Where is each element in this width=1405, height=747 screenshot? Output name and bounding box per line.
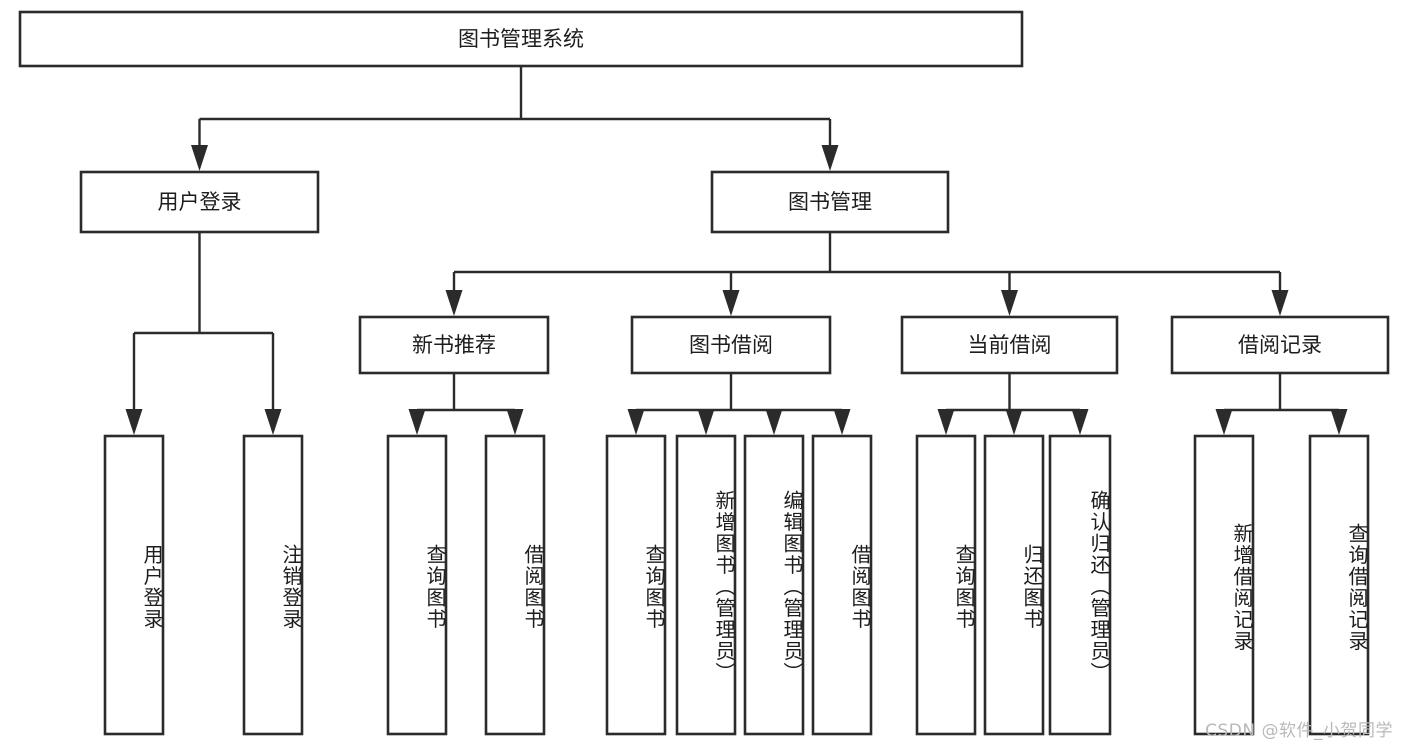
arrow-head-icon (1330, 409, 1348, 435)
node-label: 图书管理系统 (458, 27, 584, 51)
arrow-head-icon (1071, 409, 1089, 435)
node-box-level2[interactable] (710, 170, 950, 234)
node-label: 借阅记录 (1238, 333, 1322, 357)
node-box-level3[interactable] (630, 315, 832, 375)
connector-lines (125, 66, 1348, 435)
arrow-head-icon (191, 145, 208, 171)
node-box-leaf[interactable] (1048, 434, 1112, 736)
csdn-watermark: CSDN @软件_小贺同学 (1205, 721, 1393, 741)
arrow-head-icon (722, 290, 740, 316)
node-box-leaf[interactable] (386, 434, 448, 736)
node-box-leaf[interactable] (811, 434, 873, 736)
node-box-level3[interactable] (1170, 315, 1390, 375)
node-label: 当前借阅 (968, 333, 1052, 357)
node-box-leaf[interactable] (484, 434, 546, 736)
arrow-head-icon (264, 409, 282, 435)
node-box-leaf[interactable] (915, 434, 977, 736)
arrow-head-icon (937, 409, 955, 435)
node-label: 新书推荐 (412, 333, 496, 357)
arrow-head-icon (833, 409, 851, 435)
arrow-head-icon (1271, 290, 1289, 316)
arrow-head-icon (697, 409, 715, 435)
node-box-leaf[interactable] (242, 434, 304, 736)
arrow-head-icon (765, 409, 783, 435)
node-box-leaf[interactable] (1308, 434, 1370, 736)
node-box-level3[interactable] (358, 315, 550, 375)
node-box-leaf[interactable] (743, 434, 805, 736)
node-label: 图书借阅 (689, 333, 773, 357)
arrow-head-icon (125, 409, 143, 435)
node-box-leaf[interactable] (983, 434, 1045, 736)
node-box-leaf[interactable] (1193, 434, 1255, 736)
arrow-head-icon (821, 145, 839, 171)
node-box-root[interactable] (18, 10, 1024, 68)
arrow-head-icon (1001, 290, 1018, 316)
arrow-head-icon (1005, 409, 1023, 435)
arrow-head-icon (408, 409, 426, 435)
node-box-leaf[interactable] (675, 434, 737, 736)
node-boxes (18, 10, 1390, 736)
node-box-leaf[interactable] (103, 434, 165, 736)
node-label: 图书管理 (788, 190, 872, 214)
node-box-leaf[interactable] (605, 434, 667, 736)
arrow-head-icon (445, 290, 463, 316)
arrow-head-icon (627, 409, 645, 435)
node-label: 用户登录 (158, 190, 242, 214)
arrow-head-icon (1215, 409, 1233, 435)
node-box-level3[interactable] (900, 315, 1119, 375)
node-box-level2[interactable] (79, 170, 320, 234)
arrow-head-icon (506, 409, 524, 435)
